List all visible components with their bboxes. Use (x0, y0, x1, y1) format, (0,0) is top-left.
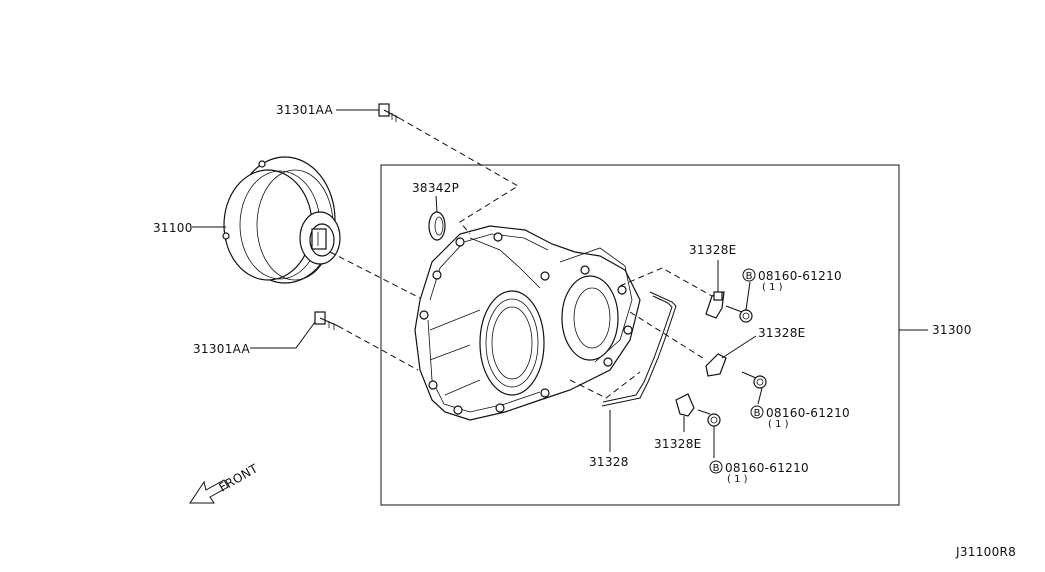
label-bolt-spec-2: 08160-61210 (766, 406, 850, 420)
align-line-left-bolt (337, 325, 419, 371)
label-bracket-1: 31328E (689, 243, 737, 257)
label-bolt-top: 31301AA (276, 103, 334, 117)
bracket-2-icon (705, 353, 727, 377)
leader-bolt-left (250, 321, 316, 349)
bolt-right-3-icon (697, 409, 721, 427)
label-harness: 31328 (589, 455, 629, 469)
harness-bracket-icon (601, 291, 677, 407)
oil-seal-icon (428, 211, 446, 241)
align-line-top-bolt (398, 117, 519, 235)
front-arrow-icon (189, 479, 229, 504)
bolt-marker-2-icon (750, 405, 764, 419)
align-line-bracket-mid (629, 311, 707, 361)
torque-converter (222, 156, 341, 284)
align-line-bracket-top (619, 267, 713, 297)
label-bolt-spec-1: 08160-61210 (758, 269, 842, 283)
bolt-right-1-icon (725, 305, 753, 323)
bolt-marker-1: B (746, 271, 753, 282)
leader-seal (435, 195, 438, 213)
label-case-assembly: 31300 (932, 323, 972, 337)
leader-bracket-2 (721, 335, 757, 359)
label-qty-3: ( 1 ) (727, 474, 748, 485)
case-assembly-frame (380, 164, 900, 506)
label-front: FRONT (217, 461, 261, 495)
label-converter: 31100 (153, 221, 193, 235)
bolt-marker-2: B (754, 408, 761, 419)
bolt-right-2-icon (741, 371, 767, 389)
bolt-top-icon (378, 103, 400, 122)
label-seal: 38342P (412, 181, 459, 195)
label-qty-2: ( 1 ) (768, 419, 789, 430)
leader-bolt-spec-2 (757, 387, 763, 405)
leader-bolt-spec-1 (745, 281, 751, 311)
transmission-case (414, 225, 641, 421)
bracket-1-icon (705, 291, 725, 319)
diagram-code: J31100R8 (955, 545, 1016, 559)
label-bracket-2: 31328E (758, 326, 806, 340)
align-line-harness (569, 371, 641, 399)
label-qty-1: ( 1 ) (762, 282, 783, 293)
bolt-left-icon (314, 311, 339, 330)
bolt-marker-1-icon (742, 268, 756, 282)
label-bolt-spec-3: 08160-61210 (725, 461, 809, 475)
bolt-marker-3-icon (709, 460, 723, 474)
label-bracket-3: 31328E (654, 437, 702, 451)
align-line-converter (329, 251, 421, 299)
label-bolt-left: 31301AA (193, 342, 251, 356)
bracket-3-icon (675, 393, 695, 417)
bolt-marker-3: B (713, 463, 720, 474)
